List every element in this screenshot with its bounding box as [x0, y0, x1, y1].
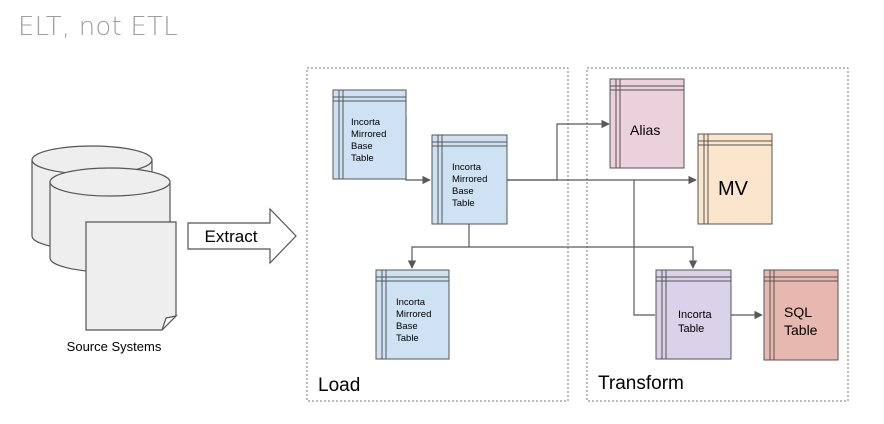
table-label-line: Table — [351, 153, 374, 164]
table-label-line: Incorta — [351, 117, 381, 128]
table-label-line: Base — [396, 321, 418, 332]
base2-to-base3-arrow — [407, 224, 470, 269]
load-label: Load — [318, 375, 360, 396]
transform-label: Transform — [598, 373, 684, 394]
alias-table: Alias — [609, 78, 685, 169]
svg-text:Incorta Mirrored B: Incorta Mirrored Base Table — [452, 162, 490, 209]
document-icon — [85, 221, 178, 331]
table-label-line: Mirrored — [396, 309, 431, 320]
table-label-line: Incorta — [452, 162, 482, 173]
branch-to-incorta-table-line — [633, 180, 655, 316]
table-label-line: SQL — [784, 304, 812, 320]
mv-table: MV — [697, 133, 773, 225]
alias-label: Alias — [630, 122, 660, 138]
extract-label: Extract — [205, 227, 258, 246]
sql-table: SQL Table — [763, 269, 839, 361]
source-systems-label: Source Systems — [67, 339, 162, 354]
base-table-2: Incorta Mirrored Base Table — [431, 134, 508, 225]
table-label-line: Incorta — [396, 297, 426, 308]
svg-text:SQL Table: SQL Table — [784, 304, 818, 338]
svg-text:Incorta Table: Incorta Table — [678, 309, 715, 335]
table-label-line: Table — [678, 323, 704, 335]
base-table-1: Incorta Mirrored Base Table — [332, 89, 407, 180]
table-label-line: Mirrored — [452, 174, 487, 185]
table-label-line: Table — [396, 333, 419, 344]
extract-arrow: Extract — [187, 207, 297, 265]
incorta-table: Incorta Table — [655, 269, 732, 360]
base2-to-incorta-table-arrow — [469, 246, 698, 269]
table-label-line: Table — [452, 198, 475, 209]
source-systems-icon — [31, 145, 178, 331]
table-label-line: Table — [784, 322, 818, 338]
table-label-line: Mirrored — [351, 129, 386, 140]
table-label-line: Base — [452, 186, 474, 197]
connectors — [405, 116, 763, 320]
load-container — [306, 67, 569, 402]
mv-label: MV — [718, 178, 749, 200]
base2-to-alias-arrow — [507, 119, 610, 181]
transform-container — [586, 67, 849, 402]
page-title: ELT, not ETL — [18, 12, 178, 42]
svg-text:Incorta Mirrored B: Incorta Mirrored Base Table — [351, 117, 389, 164]
base-table-3: Incorta Mirrored Base Table — [375, 269, 450, 360]
table-label-line: Base — [351, 141, 373, 152]
base1-to-base2-arrow — [405, 116, 431, 185]
svg-text:Incorta Mirrored B: Incorta Mirrored Base Table — [396, 297, 434, 344]
table-label-line: Incorta — [678, 309, 713, 321]
